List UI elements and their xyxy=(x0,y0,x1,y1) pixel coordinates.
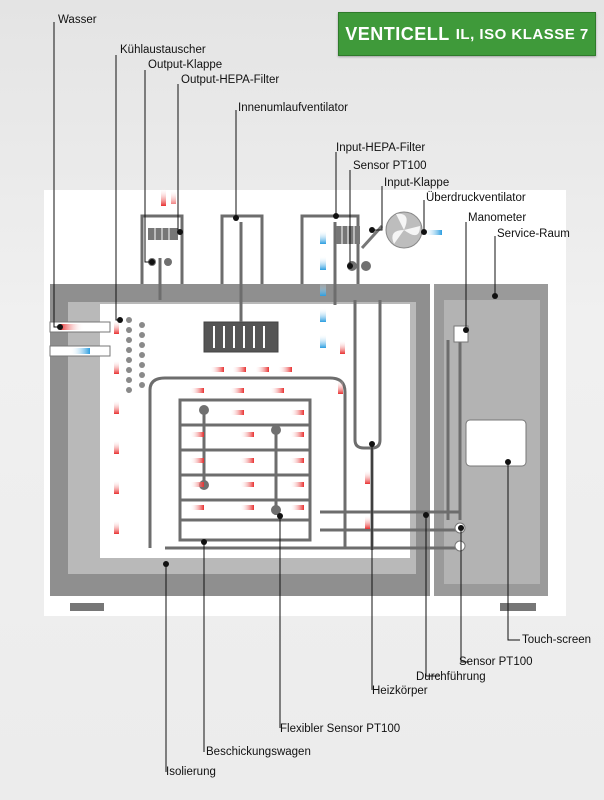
output-hepa-filter xyxy=(148,228,178,240)
banner-brand: VENTICELL xyxy=(345,23,450,44)
label-flexibler-sensor-pt100: Flexibler Sensor PT100 xyxy=(280,723,401,735)
label-sensor-pt100-top: Sensor PT100 xyxy=(353,160,427,172)
label-innenumlaufventilator: Innenumlaufventilator xyxy=(238,102,348,114)
touch-screen-display xyxy=(465,419,527,467)
input-hepa-filter xyxy=(336,226,360,244)
label-input-hepa-filter: Input-HEPA-Filter xyxy=(336,142,426,154)
warm-airflow xyxy=(114,188,370,534)
title-banner: VENTICELL IL, ISO KLASSE 7 xyxy=(338,12,596,56)
label-sensor-pt100-bottom: Sensor PT100 xyxy=(459,656,533,668)
chamber-pipes xyxy=(148,222,462,550)
cool-airflow xyxy=(320,230,442,348)
leader-dots xyxy=(57,213,511,567)
label-output-klappe: Output-Klappe xyxy=(148,59,223,71)
label-touch-screen: Touch-screen xyxy=(522,634,592,646)
label-manometer: Manometer xyxy=(468,212,527,224)
foot-left xyxy=(70,603,104,611)
overpressure-fan xyxy=(385,211,423,249)
label-heizkoerper: Heizkörper xyxy=(372,685,428,697)
label-kuehlaustauscher: Kühlaustauscher xyxy=(120,44,206,56)
banner-subtitle: IL, ISO KLASSE 7 xyxy=(455,25,589,43)
circulation-fan xyxy=(203,222,279,353)
heat-exchanger-dots xyxy=(126,317,145,393)
water-out-flow xyxy=(70,348,90,354)
label-wasser: Wasser xyxy=(58,14,97,26)
label-ueberdruckventilator: Überdruckventilator xyxy=(426,192,526,204)
label-input-klappe: Input-Klappe xyxy=(384,177,450,189)
label-durchfuehrung: Durchführung xyxy=(416,671,486,683)
label-output-hepa-filter: Output-HEPA-Filter xyxy=(181,74,280,86)
label-isolierung: Isolierung xyxy=(166,766,216,778)
foot-right xyxy=(500,603,536,611)
water-in-flow xyxy=(60,324,84,330)
label-beschickungswagen: Beschickungswagen xyxy=(206,746,311,758)
label-service-raum: Service-Raum xyxy=(497,228,570,240)
